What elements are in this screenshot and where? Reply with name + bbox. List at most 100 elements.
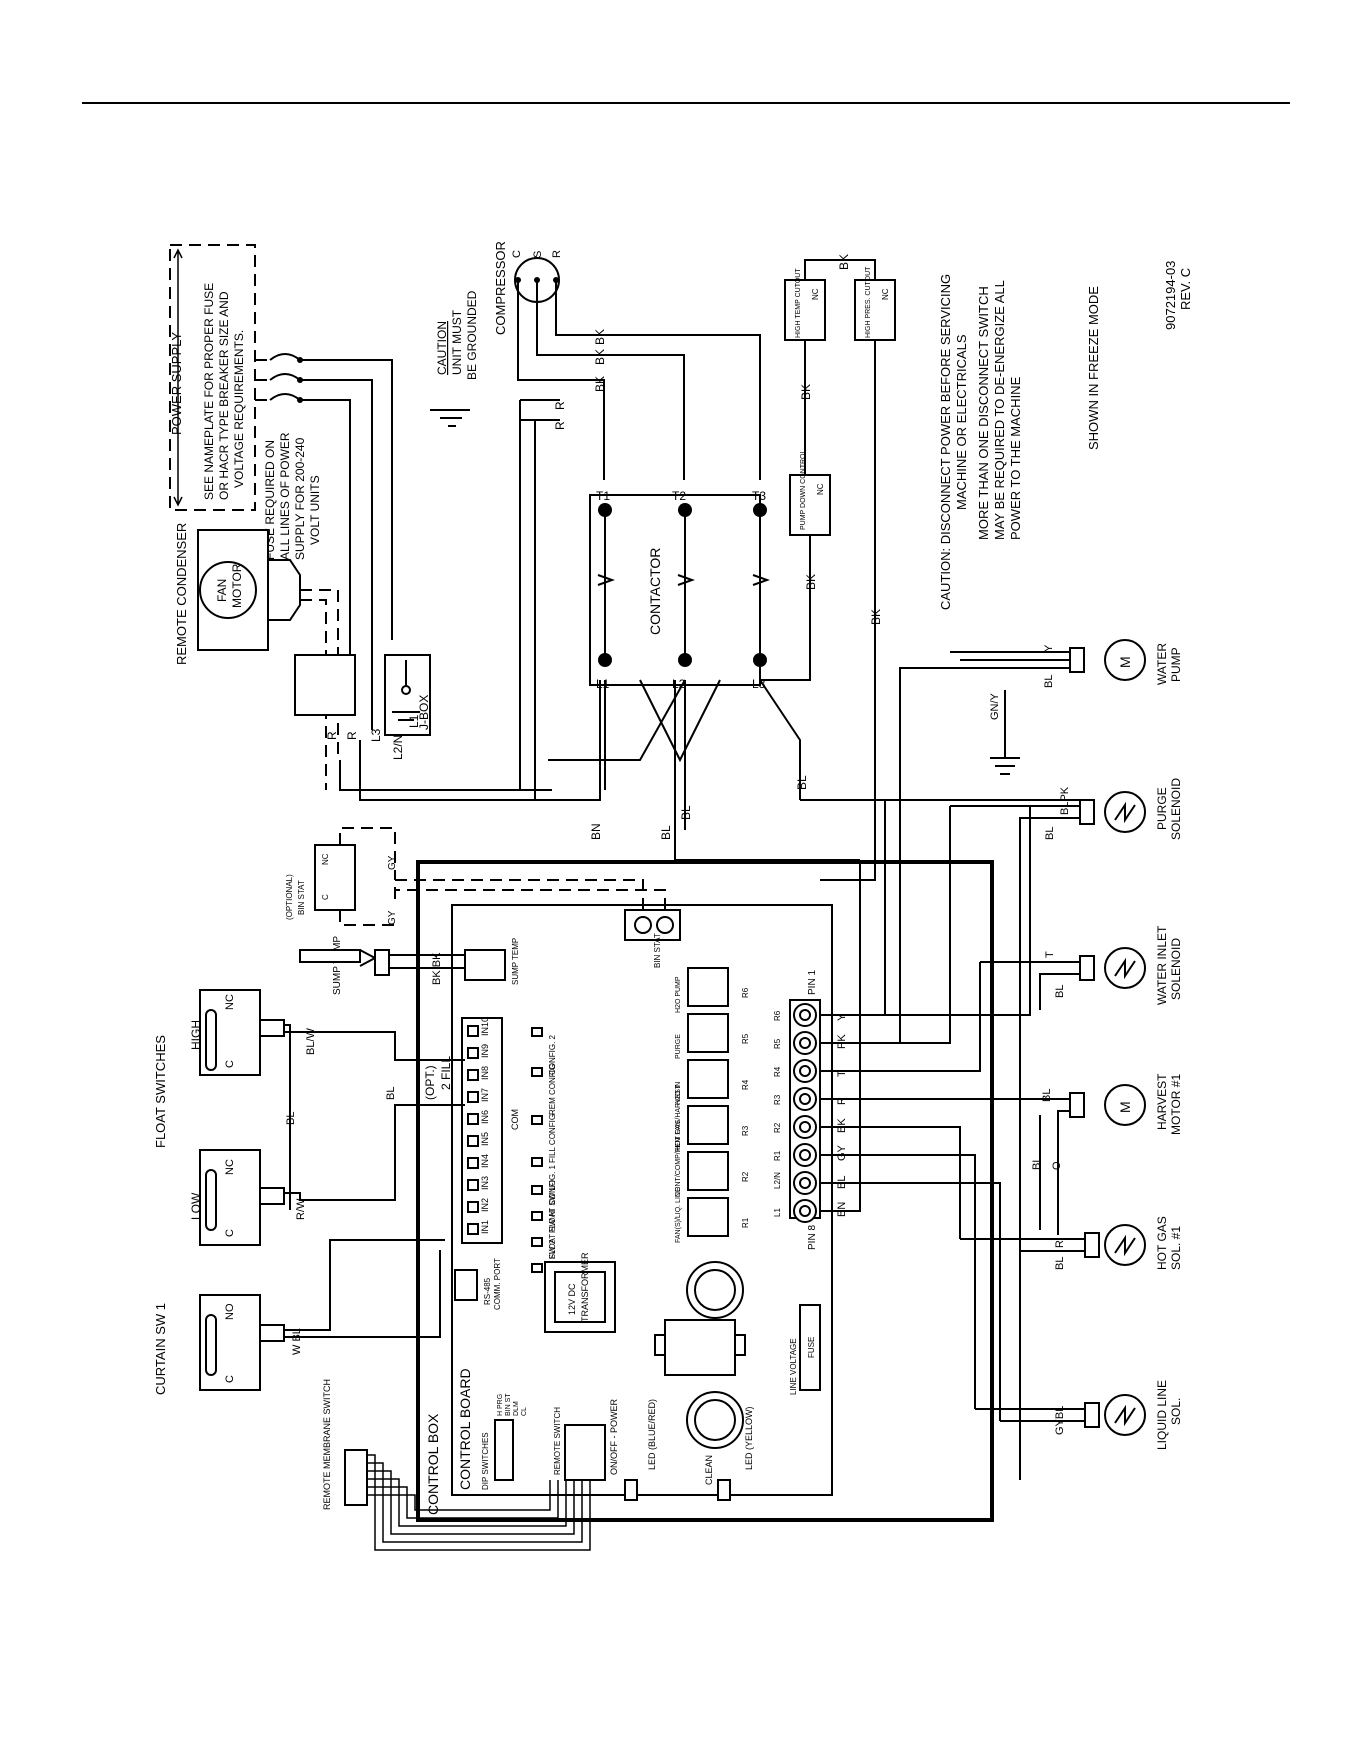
line-l1-label: L1 bbox=[407, 714, 421, 728]
input-terminal bbox=[467, 1201, 479, 1213]
purge-name-2: SOLENOID bbox=[1169, 778, 1183, 840]
pin-wire-color: Y bbox=[836, 1013, 848, 1021]
sump-temp-label: SUMP TEMP bbox=[332, 936, 343, 995]
wire-r-2: R bbox=[345, 731, 359, 740]
relay-label: R4 bbox=[741, 1079, 750, 1090]
remote-switch-label: REMOTE SWITCH bbox=[553, 1407, 562, 1475]
input-terminal-label: IN3 bbox=[480, 1176, 490, 1190]
high-temp-cutout-label: HIGH TEMP CUTOUT bbox=[795, 268, 802, 338]
input-terminal bbox=[467, 1157, 479, 1169]
input-terminal-label: IN4 bbox=[480, 1154, 490, 1168]
revision: REV. C bbox=[1178, 268, 1193, 310]
compressor-wire-r-1: R bbox=[553, 401, 567, 410]
hot-gas-name-2: SOL. #1 bbox=[1169, 1226, 1183, 1270]
relay-pin-inner bbox=[799, 1177, 811, 1189]
curtain-sw-no: NO bbox=[224, 1303, 236, 1320]
float-wire-bl-2: BL bbox=[385, 1087, 397, 1100]
remote-membrane-switch: REMOTE MEMBRANE SWITCH bbox=[322, 1379, 591, 1551]
ground-caution-2: UNIT MUST bbox=[450, 309, 464, 375]
input-terminal bbox=[467, 1223, 479, 1235]
relay-box bbox=[687, 1105, 729, 1145]
mode-note: SHOWN IN FREEZE MODE bbox=[1086, 286, 1101, 450]
fuse-label-1: LINE VOLTAGE bbox=[789, 1338, 798, 1395]
remote-condenser: REMOTE CONDENSER FAN MOTOR J-BOX bbox=[174, 523, 431, 790]
input-led bbox=[531, 1211, 543, 1221]
pin-label: L1 bbox=[773, 1208, 782, 1217]
input-function-label: REM CONFIG bbox=[548, 1064, 557, 1115]
relay-function-label: H2O PUMP bbox=[675, 976, 682, 1013]
sump-temp: SUMP TEMP BK BK bbox=[299, 936, 465, 995]
bin-stat-wire-gy-2: GY bbox=[387, 910, 398, 925]
input-terminal-label: IN2 bbox=[480, 1198, 490, 1212]
water-pump-symbol: M bbox=[1117, 656, 1133, 668]
hot-gas-wire-bl: BL bbox=[1054, 1257, 1066, 1270]
relay-pin bbox=[793, 1087, 817, 1111]
dip-label-4: CL bbox=[521, 1407, 528, 1416]
pdc-wire-bk-2: BK bbox=[804, 574, 818, 590]
relay-pin bbox=[793, 1003, 817, 1027]
compressor-wire-bk-1: BK bbox=[593, 376, 607, 392]
caution-line-2: MACHINE OR ELECTRICALS bbox=[954, 334, 969, 510]
water-pump-wire-gny: GN/Y bbox=[989, 692, 1001, 720]
water-pump-name-2: PUMP bbox=[1169, 647, 1183, 682]
relay-label: R1 bbox=[741, 1217, 750, 1228]
contactor-l1: L1 bbox=[596, 677, 610, 691]
relay-pin-inner bbox=[799, 1205, 811, 1217]
opt-fill-1: (OPT.) bbox=[423, 1065, 437, 1100]
fuse-note-2: ALL LINES OF POWER bbox=[278, 432, 292, 560]
relay-function-label: CONT/COMP/REM FAN bbox=[675, 1121, 682, 1197]
contactor-label: CONTACTOR bbox=[647, 548, 663, 635]
dip-label-3: DLM bbox=[513, 1401, 520, 1416]
curtain-switch: CURTAIN SW 1 NO C W BL bbox=[153, 1239, 445, 1395]
input-terminal bbox=[467, 1113, 479, 1125]
water-inlet-name-2: SOLENOID bbox=[1169, 938, 1183, 1000]
pressure-temp-controls: HIGH TEMP CUTOUT NC HIGH PRES. CUTOUT NC… bbox=[760, 254, 896, 881]
float-switches-title: FLOAT SWITCHES bbox=[153, 1035, 168, 1148]
relay-function-label: H2O IN bbox=[675, 1082, 682, 1105]
purge-name-1: PURGE bbox=[1155, 787, 1169, 830]
fan-motor-icon bbox=[199, 561, 257, 619]
contactor-t3: T3 bbox=[752, 489, 766, 503]
power-supply-note-2: OR HACR TYPE BREAKER SIZE AND bbox=[217, 291, 231, 500]
liquid-line-name-1: LIQUID LINE bbox=[1155, 1380, 1169, 1450]
input-function-label: FLOAT SW LO bbox=[548, 1180, 557, 1233]
control-board-label: CONTROL BOARD bbox=[457, 1368, 473, 1490]
water-inlet-name-1: WATER INLET bbox=[1155, 925, 1169, 1005]
dip-label-2: BIN ST bbox=[505, 1393, 512, 1416]
remote-membrane-label: REMOTE MEMBRANE SWITCH bbox=[322, 1379, 332, 1510]
harvest-name-1: HARVEST bbox=[1155, 1073, 1169, 1130]
compressor-wire-bk-2: BK bbox=[593, 349, 607, 365]
bin-stat-opt-1: (OPTIONAL) bbox=[285, 874, 294, 920]
harvest-name-2: MOTOR #1 bbox=[1169, 1074, 1183, 1135]
water-inlet-wire-bl: BL bbox=[1054, 985, 1066, 998]
relay-box bbox=[687, 1151, 729, 1191]
ground-caution-1: CAUTION bbox=[435, 321, 449, 375]
transformer-label-2: TRANSFORMER bbox=[580, 1252, 590, 1322]
caution-line-4: MAY BE REQUIRED TO DE-ENERGIZE ALL bbox=[992, 280, 1007, 540]
float-low-nc: NC bbox=[224, 1159, 236, 1175]
pin-label: R2 bbox=[773, 1122, 782, 1133]
line-l2n-label: L2/N bbox=[391, 735, 405, 760]
bin-stat-conn-label: BIN STAT bbox=[653, 933, 662, 968]
input-led bbox=[531, 1067, 543, 1077]
compressor-label: COMPRESSOR bbox=[493, 241, 508, 335]
relay-box bbox=[687, 1013, 729, 1053]
contactor: CONTACTOR T1 T2 T3 L1 L2 L3 BN BL BL BL bbox=[548, 489, 1080, 861]
curtain-sw-c: C bbox=[224, 1375, 236, 1383]
hot-gas-name-1: HOT GAS bbox=[1155, 1216, 1169, 1270]
input-terminal-label: IN9 bbox=[480, 1044, 490, 1058]
relay-label: R5 bbox=[741, 1033, 750, 1044]
relay-pin bbox=[793, 1031, 817, 1055]
relay-pin bbox=[793, 1199, 817, 1223]
pin-wire-color: BN bbox=[836, 1202, 848, 1217]
fuse-note: FUSE REQUIRED ON ALL LINES OF POWER SUPP… bbox=[263, 432, 322, 560]
caution-note: CAUTION: DISCONNECT POWER BEFORE SERVICI… bbox=[938, 261, 1193, 610]
pin-wire-color: R bbox=[836, 1097, 848, 1105]
caution-line-1: CAUTION: DISCONNECT POWER BEFORE SERVICI… bbox=[938, 274, 953, 610]
input-terminal bbox=[467, 1047, 479, 1059]
pin-wire-color: BK bbox=[836, 1118, 848, 1133]
input-function-label: CONFIG. 2 bbox=[548, 1034, 557, 1075]
pdc-wire-bk-1: BK bbox=[799, 384, 813, 400]
